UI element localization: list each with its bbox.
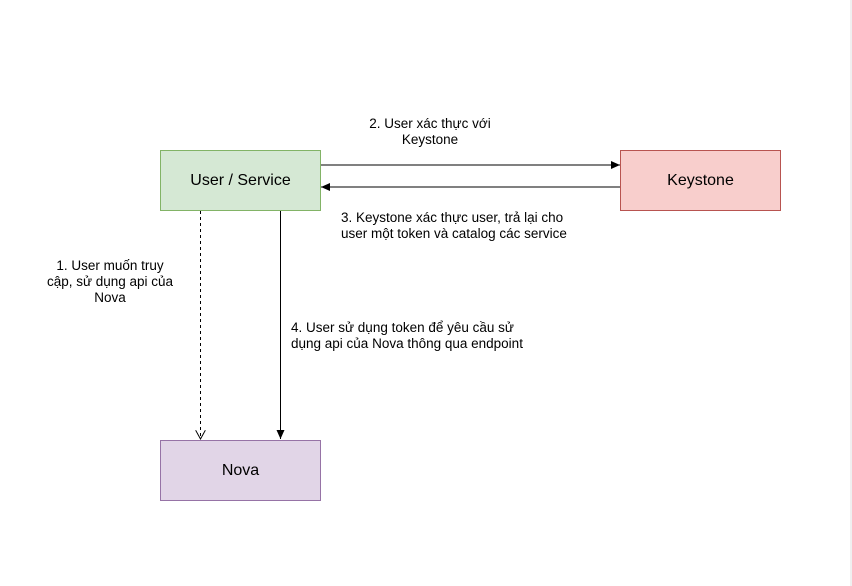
nova-label: Nova bbox=[221, 461, 260, 479]
keystone-label: Keystone bbox=[667, 171, 734, 189]
step1-label: 1. User muốn truy cập, sử dụng api của N… bbox=[46, 258, 174, 305]
user-service-node[interactable]: User / Service bbox=[160, 150, 321, 211]
nova-node[interactable]: Nova bbox=[160, 440, 321, 501]
step2-label: 2. User xác thực với Keystone bbox=[369, 116, 491, 147]
step3-label: 3. Keystone xác thực user, trả lại cho u… bbox=[341, 210, 567, 241]
right-edge-border bbox=[850, 0, 852, 586]
keystone-node[interactable]: Keystone bbox=[620, 150, 781, 211]
user-service-label: User / Service bbox=[190, 171, 291, 189]
step4-label: 4. User sử dụng token để yêu cầu sử dụng… bbox=[291, 320, 523, 351]
